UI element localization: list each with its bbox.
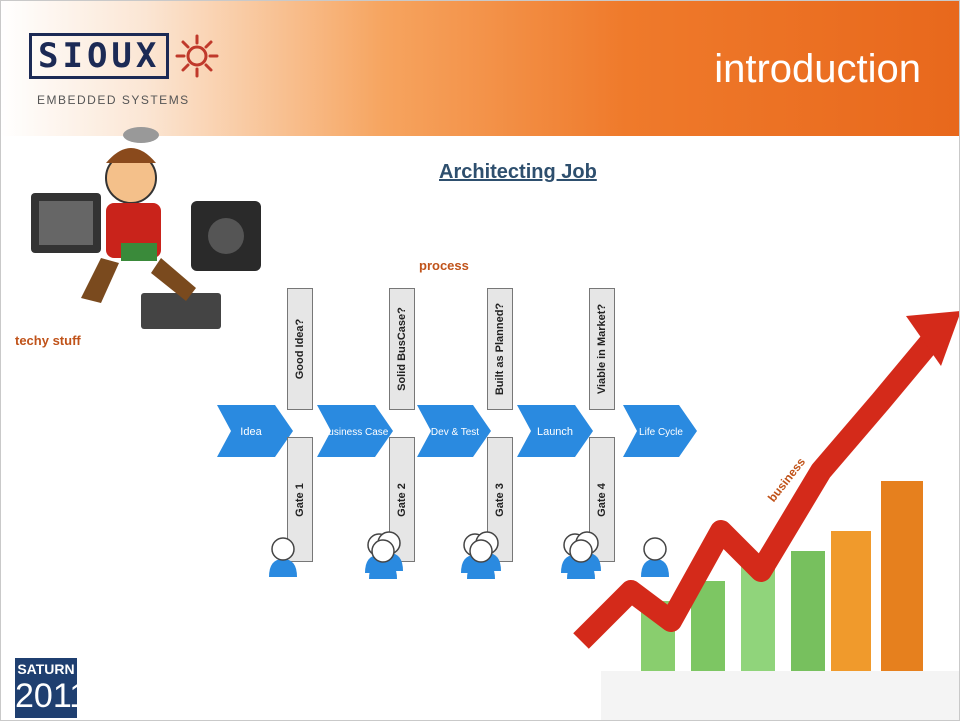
sioux-logo: SIOUX [29,33,219,79]
saturn-event-label: SATURN [17,661,75,677]
architecting-job-heading: Architecting Job [439,161,597,183]
gate-label: Gate 4 [596,482,608,517]
person-icon [640,537,670,578]
stage-dev-test-label: Dev & Test [431,427,479,438]
person-icon [268,537,298,578]
stage-life-cycle-label: Life Cycle [639,427,683,438]
saturn-2011-logo: SATURN 2011 [15,658,89,718]
people-group-icon [560,531,602,580]
techy-stuff-label: techy stuff [15,333,81,348]
gate-card: Gate 3 [487,437,513,562]
gate-question-card: Good Idea? [287,288,313,410]
stage-launch-label: Launch [537,426,573,438]
gate-question-text: Built as Planned? [494,302,506,396]
sun-logo-icon [175,34,219,78]
techy-cartoon-image [31,127,261,329]
gate-label: Gate 2 [396,482,408,517]
logo-subtext: EMBEDDED SYSTEMS [37,93,190,107]
gate-question-text: Viable in Market? [596,303,608,395]
gate-question-card: Solid BusCase? [389,288,415,410]
stage-dev-test: Dev & Test [417,405,491,457]
gate-question-card: Viable in Market? [589,288,615,410]
saturn-year-label: 2011 [15,677,89,715]
gate-question-text: Good Idea? [294,318,306,380]
gate-card: Gate 4 [589,437,615,562]
stage-idea: Idea [217,405,293,457]
gate-label: Gate 3 [494,482,506,517]
gate-label: Gate 1 [294,482,306,517]
logo-wordmark: SIOUX [29,33,170,79]
gate-question-card: Built as Planned? [487,288,513,410]
stage-idea-label: Idea [240,426,262,438]
people-group-icon [460,531,502,580]
people-group-icon [364,531,404,580]
process-label: process [419,258,469,273]
stage-launch: Launch [517,405,593,457]
header-banner: SIOUX EMBEDDED SYSTEMS introduction [1,1,959,136]
gate-question-text: Solid BusCase? [396,307,408,391]
stage-business-case: Business Case [317,405,393,457]
slide-title: introduction [714,47,921,91]
stage-business-case-label: Business Case [322,427,389,438]
stage-gate-diagram: Idea Business Case Dev & Test Launch Lif… [217,405,697,457]
business-growth-graphic [573,311,959,720]
stage-life-cycle: Life Cycle [623,405,697,457]
gate-reviewers [268,531,670,580]
